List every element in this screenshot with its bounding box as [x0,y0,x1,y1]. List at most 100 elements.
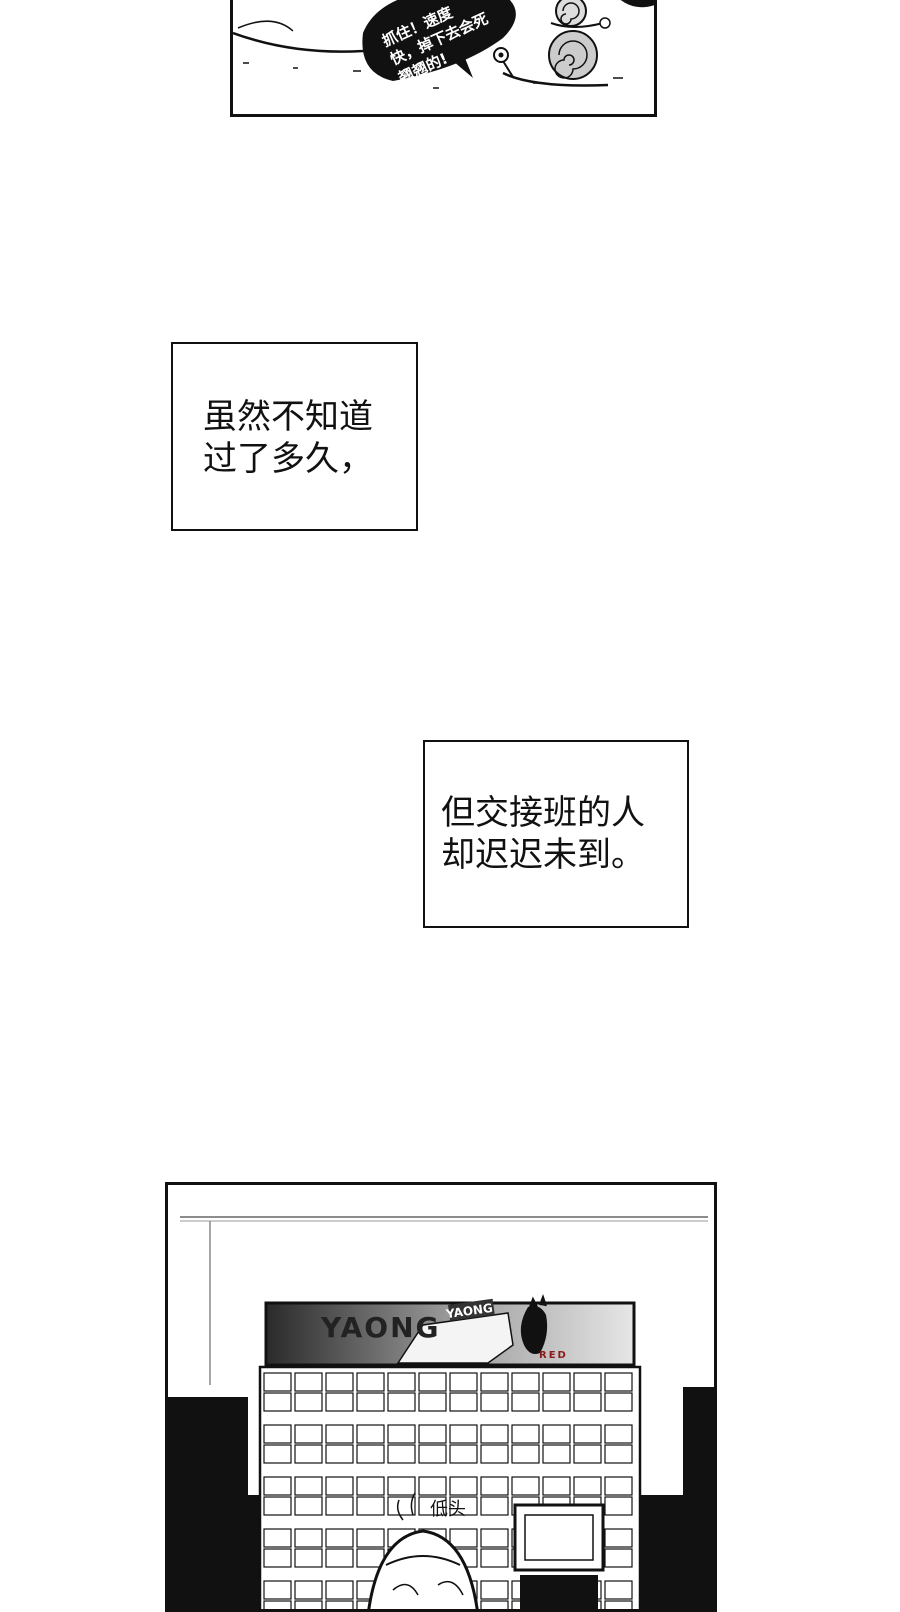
shelf-slot [511,1424,540,1444]
shelf-slot [263,1372,292,1392]
shelf-slot [449,1528,478,1548]
shelf-slot [418,1424,447,1444]
shelf-slot [387,1392,416,1412]
top-comic-panel: 抓住！速度 快，掉下去会死 翘翘的! [230,0,657,117]
shelf-slot [604,1580,633,1600]
shelf-slot [480,1424,509,1444]
shelf-slot [604,1496,633,1516]
shelf-slot [356,1476,385,1496]
shelf-slot [418,1392,447,1412]
shelf-slot [480,1392,509,1412]
shelf-slot [573,1424,602,1444]
shelf-slot [604,1548,633,1568]
shelf-slot [604,1392,633,1412]
shelf-slot [511,1476,540,1496]
snail-icon [493,30,609,87]
shelf-slot [480,1476,509,1496]
shelf-slot [263,1392,292,1412]
shelf-slot [542,1444,571,1464]
shelf-slot [325,1496,354,1516]
caption-line: 却迟迟未到。 [441,835,645,875]
narration-caption: 虽然不知道 过了多久， [171,342,418,531]
shelf-slot [294,1424,323,1444]
shelf-slot [604,1372,633,1392]
shelf-slot [356,1424,385,1444]
shelf-slot [294,1600,323,1609]
shelf-slot [511,1392,540,1412]
shelf-slot [387,1372,416,1392]
shelf-slot [418,1496,447,1516]
shelf-slot [356,1372,385,1392]
shelf-slot [387,1424,416,1444]
shelf-slot [325,1476,354,1496]
shelf-slot [542,1372,571,1392]
shelf-slot [573,1476,602,1496]
shelf-slot [356,1496,385,1516]
shelf-slot [294,1580,323,1600]
shelf-slot [325,1548,354,1568]
shelf-slot [263,1580,292,1600]
shelf-slot [263,1600,292,1609]
shelf-slot [263,1476,292,1496]
shelf-slot [294,1528,323,1548]
shelf-slot [387,1476,416,1496]
shelf-slot [480,1580,509,1600]
shelf-slot [449,1444,478,1464]
sign-brand-text: YAONG [321,1311,441,1344]
shelf-slot [263,1496,292,1516]
shelf-slot [356,1392,385,1412]
shelf-slot [573,1392,602,1412]
shelf-slot [480,1372,509,1392]
shelf-slot [325,1580,354,1600]
shelf-slot [449,1392,478,1412]
shelf-slot [263,1528,292,1548]
shelf-slot [604,1528,633,1548]
snail-icon [550,0,611,29]
shelf-slot [604,1424,633,1444]
shelf-slot [325,1444,354,1464]
caption-line: 过了多久， [203,439,373,479]
shelf-slot [449,1496,478,1516]
sound-effect-text: 低头 [430,1499,466,1520]
shelf-slot [356,1528,385,1548]
shelf-slot [325,1528,354,1548]
top-panel-art [233,0,654,89]
shelf-slot [418,1444,447,1464]
narration-caption: 但交接班的人 却迟迟未到。 [423,740,689,928]
shelf-slot [263,1444,292,1464]
shelf-slot [325,1600,354,1609]
shelf-slot [294,1392,323,1412]
store-counter-art [168,1216,714,1609]
shelf-slot [604,1600,633,1609]
shelf-slot [294,1444,323,1464]
shelf-slot [418,1476,447,1496]
shelf-slot [604,1476,633,1496]
shelf-slot [387,1444,416,1464]
shelf-slot [294,1372,323,1392]
shelf-slot [480,1600,509,1609]
pack-variant-text: RED [539,1350,568,1361]
shelf-slot [542,1392,571,1412]
caption-line: 但交接班的人 [441,793,645,833]
shelf-slot [325,1372,354,1392]
shelf-slot [480,1528,509,1548]
shelf-slot [325,1392,354,1412]
shelf-slot [449,1476,478,1496]
shelf-slot [294,1496,323,1516]
shelf-slot [294,1476,323,1496]
shelf-slot [418,1372,447,1392]
shelf-slot [542,1476,571,1496]
caption-line: 虽然不知道 [203,397,373,437]
shelf-slot [356,1444,385,1464]
bottom-comic-panel: YAONG YAONG RED 低头 [165,1182,717,1612]
shelf-slot [573,1372,602,1392]
shelf-slot [573,1444,602,1464]
shelf-slot [511,1372,540,1392]
shelf-slot [325,1424,354,1444]
shelf-slot [480,1444,509,1464]
shelf-slot [387,1496,416,1516]
shelf-slot [294,1548,323,1568]
shelf-slot [604,1444,633,1464]
shelf-slot [511,1444,540,1464]
shelf-slot [449,1424,478,1444]
